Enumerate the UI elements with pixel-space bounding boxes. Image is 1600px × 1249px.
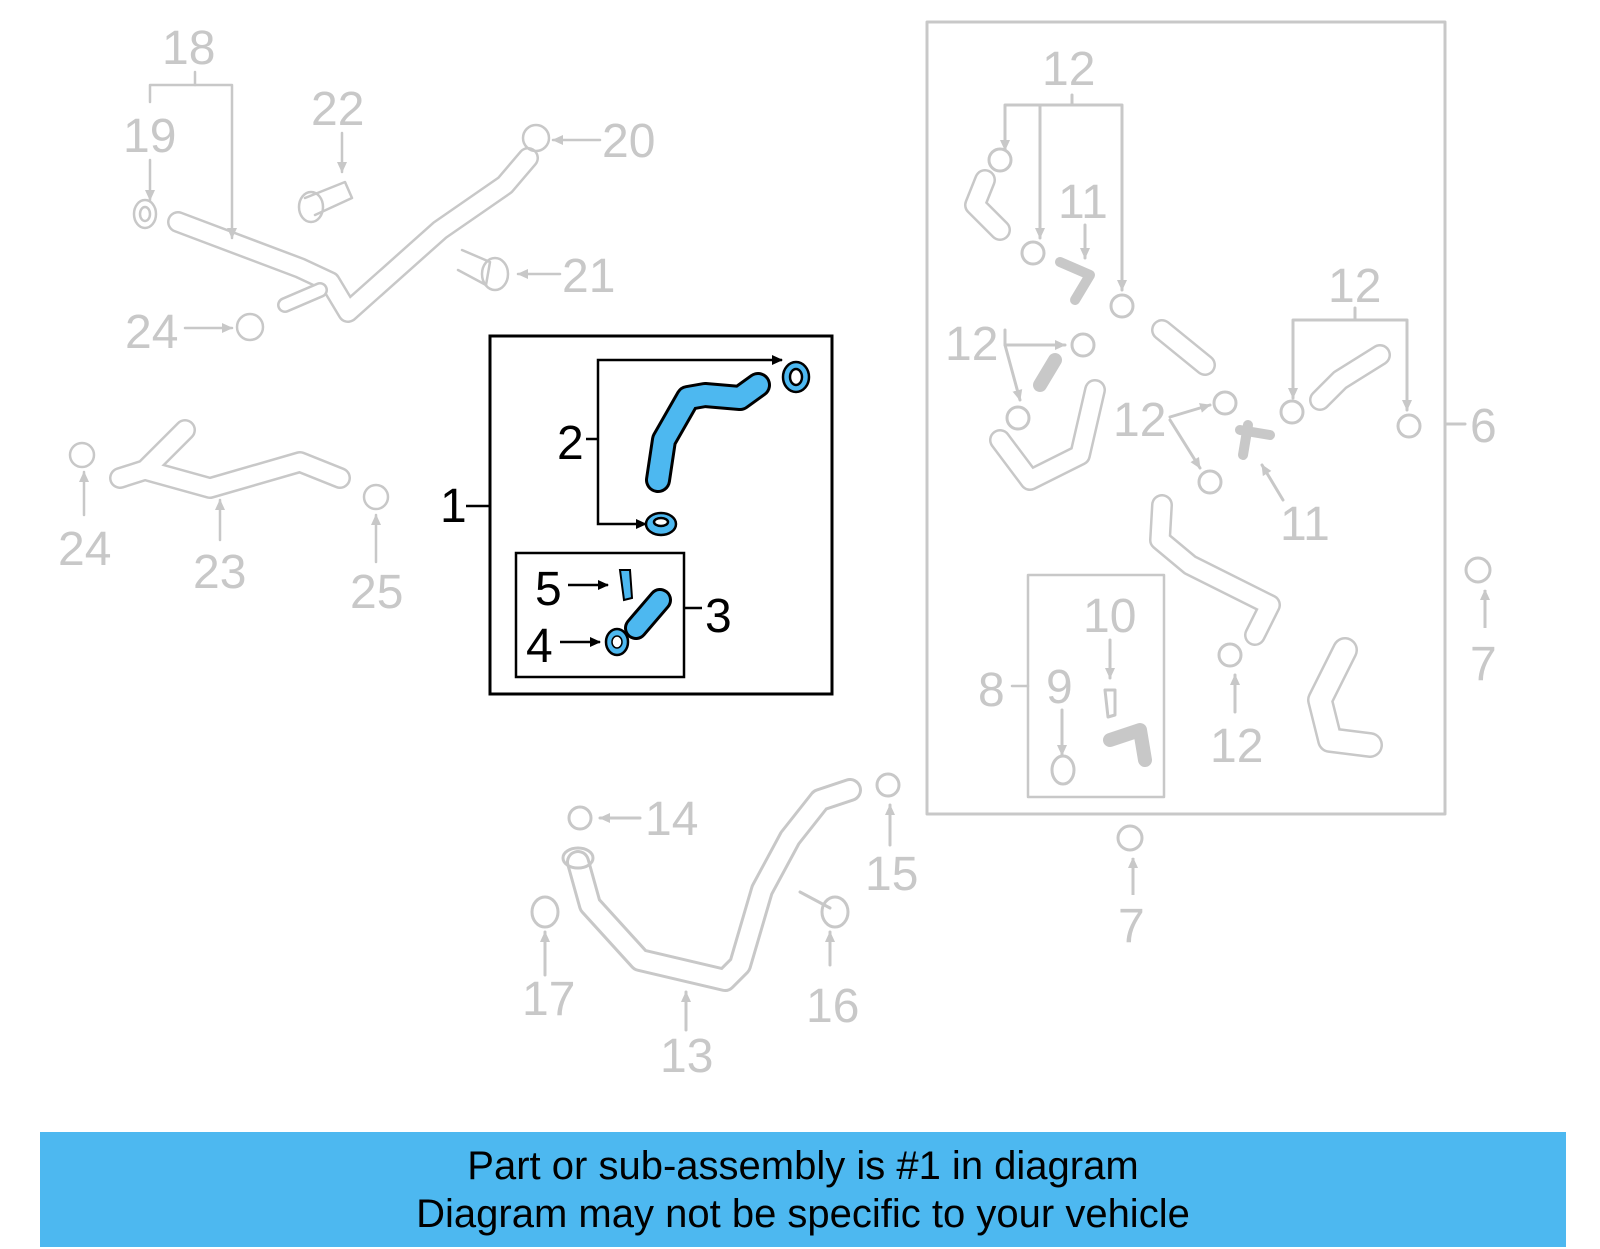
callout-12-center: 12 — [1113, 394, 1166, 447]
callout-16: 16 — [806, 980, 859, 1033]
callout-3: 3 — [705, 590, 732, 643]
callout-18: 18 — [162, 22, 215, 75]
callout-5: 5 — [535, 563, 562, 616]
callout-20: 20 — [602, 115, 655, 168]
callout-labels: 1 2 3 4 5 6 7 7 8 9 10 11 11 12 12 12 12… — [58, 22, 1497, 1083]
callout-10: 10 — [1083, 590, 1136, 643]
callout-23: 23 — [193, 546, 246, 599]
callout-14: 14 — [645, 793, 698, 846]
callout-19: 19 — [123, 110, 176, 163]
callout-12-right: 12 — [1328, 260, 1381, 313]
callout-22: 22 — [311, 83, 364, 136]
clamp-upper — [781, 360, 811, 394]
callout-2: 2 — [557, 417, 584, 470]
callout-9: 9 — [1046, 661, 1073, 714]
callout-7-bottom: 7 — [1118, 900, 1145, 953]
assembly-6-box — [925, 20, 1467, 816]
callout-17: 17 — [522, 973, 575, 1026]
coolant-pipe-group-13 — [530, 772, 901, 1032]
hose-2 — [645, 372, 771, 493]
callout-25: 25 — [350, 566, 403, 619]
callout-11-lower: 11 — [1280, 498, 1330, 551]
banner-line-1: Part or sub-assembly is #1 in diagram — [467, 1143, 1139, 1188]
info-banner: Part or sub-assembly is #1 in diagram Di… — [40, 1132, 1566, 1247]
clamp-7-group — [1116, 556, 1492, 895]
callout-11-upper: 11 — [1058, 176, 1108, 229]
callout-24-left: 24 — [58, 523, 111, 576]
callout-21: 21 — [562, 250, 615, 303]
callout-24-top: 24 — [125, 306, 178, 359]
callout-15: 15 — [865, 848, 918, 901]
assembly-1-box — [466, 334, 834, 696]
coolant-hose-group-23 — [68, 419, 390, 564]
callout-12-top: 12 — [1042, 43, 1095, 96]
clamp-lower — [644, 511, 678, 537]
callout-4: 4 — [526, 620, 553, 673]
callout-12-left: 12 — [945, 318, 998, 371]
callout-8: 8 — [978, 664, 1005, 717]
coolant-pipe-group-18 — [132, 70, 602, 342]
callout-1: 1 — [440, 480, 467, 533]
callout-13: 13 — [660, 1030, 713, 1083]
banner-line-2: Diagram may not be specific to your vehi… — [416, 1191, 1190, 1236]
sub-assembly-3-box — [514, 551, 702, 679]
callout-7-right: 7 — [1470, 638, 1497, 691]
callout-12-bottom: 12 — [1210, 720, 1263, 773]
callout-6: 6 — [1470, 400, 1497, 453]
